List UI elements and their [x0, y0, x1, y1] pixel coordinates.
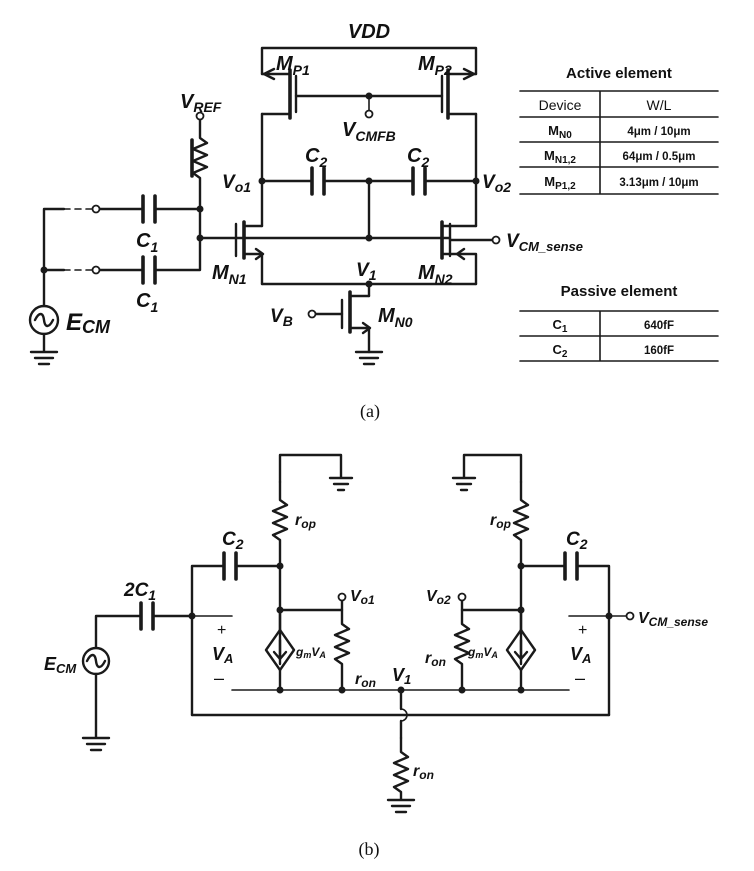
vref-label: VREF — [180, 91, 222, 115]
minus-left: – — [214, 668, 224, 688]
plus-right: + — [578, 622, 587, 639]
passive-table-title: Passive element — [561, 283, 678, 300]
c2-right-label-b: C2 — [566, 529, 588, 552]
minus-right: – — [575, 668, 585, 688]
vref-resistor — [190, 111, 209, 240]
rop-left-resistor — [271, 480, 289, 666]
active-row-wl: 64μm / 0.5μm — [623, 151, 696, 163]
vo1-label-b: Vo1 — [350, 588, 375, 607]
vcm-sense-label-b: VCM_sense — [638, 610, 708, 629]
mp1-label: MP1 — [276, 53, 310, 78]
rop-right-label: rop — [490, 512, 511, 531]
vdd-rail — [260, 46, 478, 76]
input-gate-wire — [196, 234, 501, 245]
passive-element-table: Passive element C1 640fF C2 160fF — [519, 283, 719, 362]
passive-row-device: C1 — [553, 317, 568, 335]
vcm-sense-pin-b — [625, 611, 635, 621]
rop-right-resistor — [512, 480, 530, 666]
vcm-sense-label-a: VCM_sense — [506, 231, 583, 254]
passive-row-device: C2 — [553, 342, 568, 360]
c2-left-label-b: C2 — [222, 529, 244, 552]
vcmfb-label: VCMFB — [342, 119, 396, 144]
ron-bottom-resistor — [386, 736, 416, 814]
c2-row — [258, 166, 480, 242]
c1-bottom-label: C1 — [136, 290, 158, 315]
va-left-label: VA — [212, 644, 233, 666]
c2-left-cap-b — [190, 551, 284, 717]
passive-row-value: 160fF — [644, 345, 674, 357]
active-header-device: Device — [539, 97, 582, 113]
mn1-label: MN1 — [212, 262, 247, 287]
active-row-wl: 4μm / 10μm — [627, 126, 690, 138]
vb-label: VB — [270, 306, 293, 329]
active-row-device: MN0 — [548, 123, 572, 141]
v1-label-b: V1 — [392, 665, 411, 687]
rop-left-label: rop — [295, 512, 316, 531]
v1-label-a: V1 — [356, 260, 377, 283]
active-row-device: MN1,2 — [544, 148, 576, 166]
gm-va-right-label: gmVA — [467, 645, 498, 660]
plus-left: + — [217, 622, 226, 639]
ecm-label-a: ECM — [66, 309, 111, 337]
passive-row-value: 640fF — [644, 320, 674, 332]
caption-a: (a) — [360, 401, 380, 422]
mn0-label: MN0 — [378, 305, 413, 330]
ecm-label-b: ECM — [44, 654, 77, 676]
v1-bus — [190, 686, 611, 740]
va-right-label: VA — [570, 644, 591, 666]
nmos-mn0 — [307, 290, 384, 366]
vo1-label: Vo1 — [222, 172, 251, 195]
c2-right-label: C2 — [407, 145, 429, 170]
nmos-mn1 — [234, 220, 265, 286]
vo2-label-b: Vo2 — [426, 588, 451, 607]
ron-left-label: ron — [355, 671, 376, 690]
c1-capacitors — [63, 194, 202, 285]
ground-top-right — [451, 453, 523, 492]
circuit-a — [28, 46, 501, 366]
active-table-title: Active element — [566, 65, 672, 82]
vdd-label: VDD — [348, 21, 390, 43]
tail-node — [260, 280, 478, 298]
c1-top-label: C1 — [136, 230, 158, 255]
ron-right-label: ron — [425, 650, 446, 669]
pmos-mp1 — [260, 67, 298, 120]
vo2-label: Vo2 — [482, 172, 511, 195]
two-c1-and-source — [81, 601, 196, 752]
active-element-table: Active element Device W/L MN0 4μm / 10μm… — [519, 65, 719, 195]
ecm-source — [28, 207, 66, 366]
mp2-label: MP2 — [418, 53, 452, 78]
pmos-mp2 — [440, 67, 478, 120]
active-row-device: MP1,2 — [544, 174, 576, 192]
active-row-wl: 3.13μm / 10μm — [619, 177, 698, 189]
ground-top-left — [278, 453, 354, 492]
cmfb-gate-line — [294, 92, 444, 119]
c2-left-label: C2 — [305, 145, 327, 170]
caption-b: (b) — [359, 839, 380, 860]
circuit-b — [81, 453, 635, 814]
active-header-wl: W/L — [647, 97, 672, 113]
two-c1-label: 2C1 — [123, 580, 156, 603]
c2-right-cap-b — [517, 551, 611, 717]
ron-bottom-label: ron — [413, 763, 434, 782]
mn2-label: MN2 — [418, 262, 453, 287]
vo-taps — [276, 592, 525, 614]
gm-va-left-label: gmVA — [295, 645, 326, 660]
